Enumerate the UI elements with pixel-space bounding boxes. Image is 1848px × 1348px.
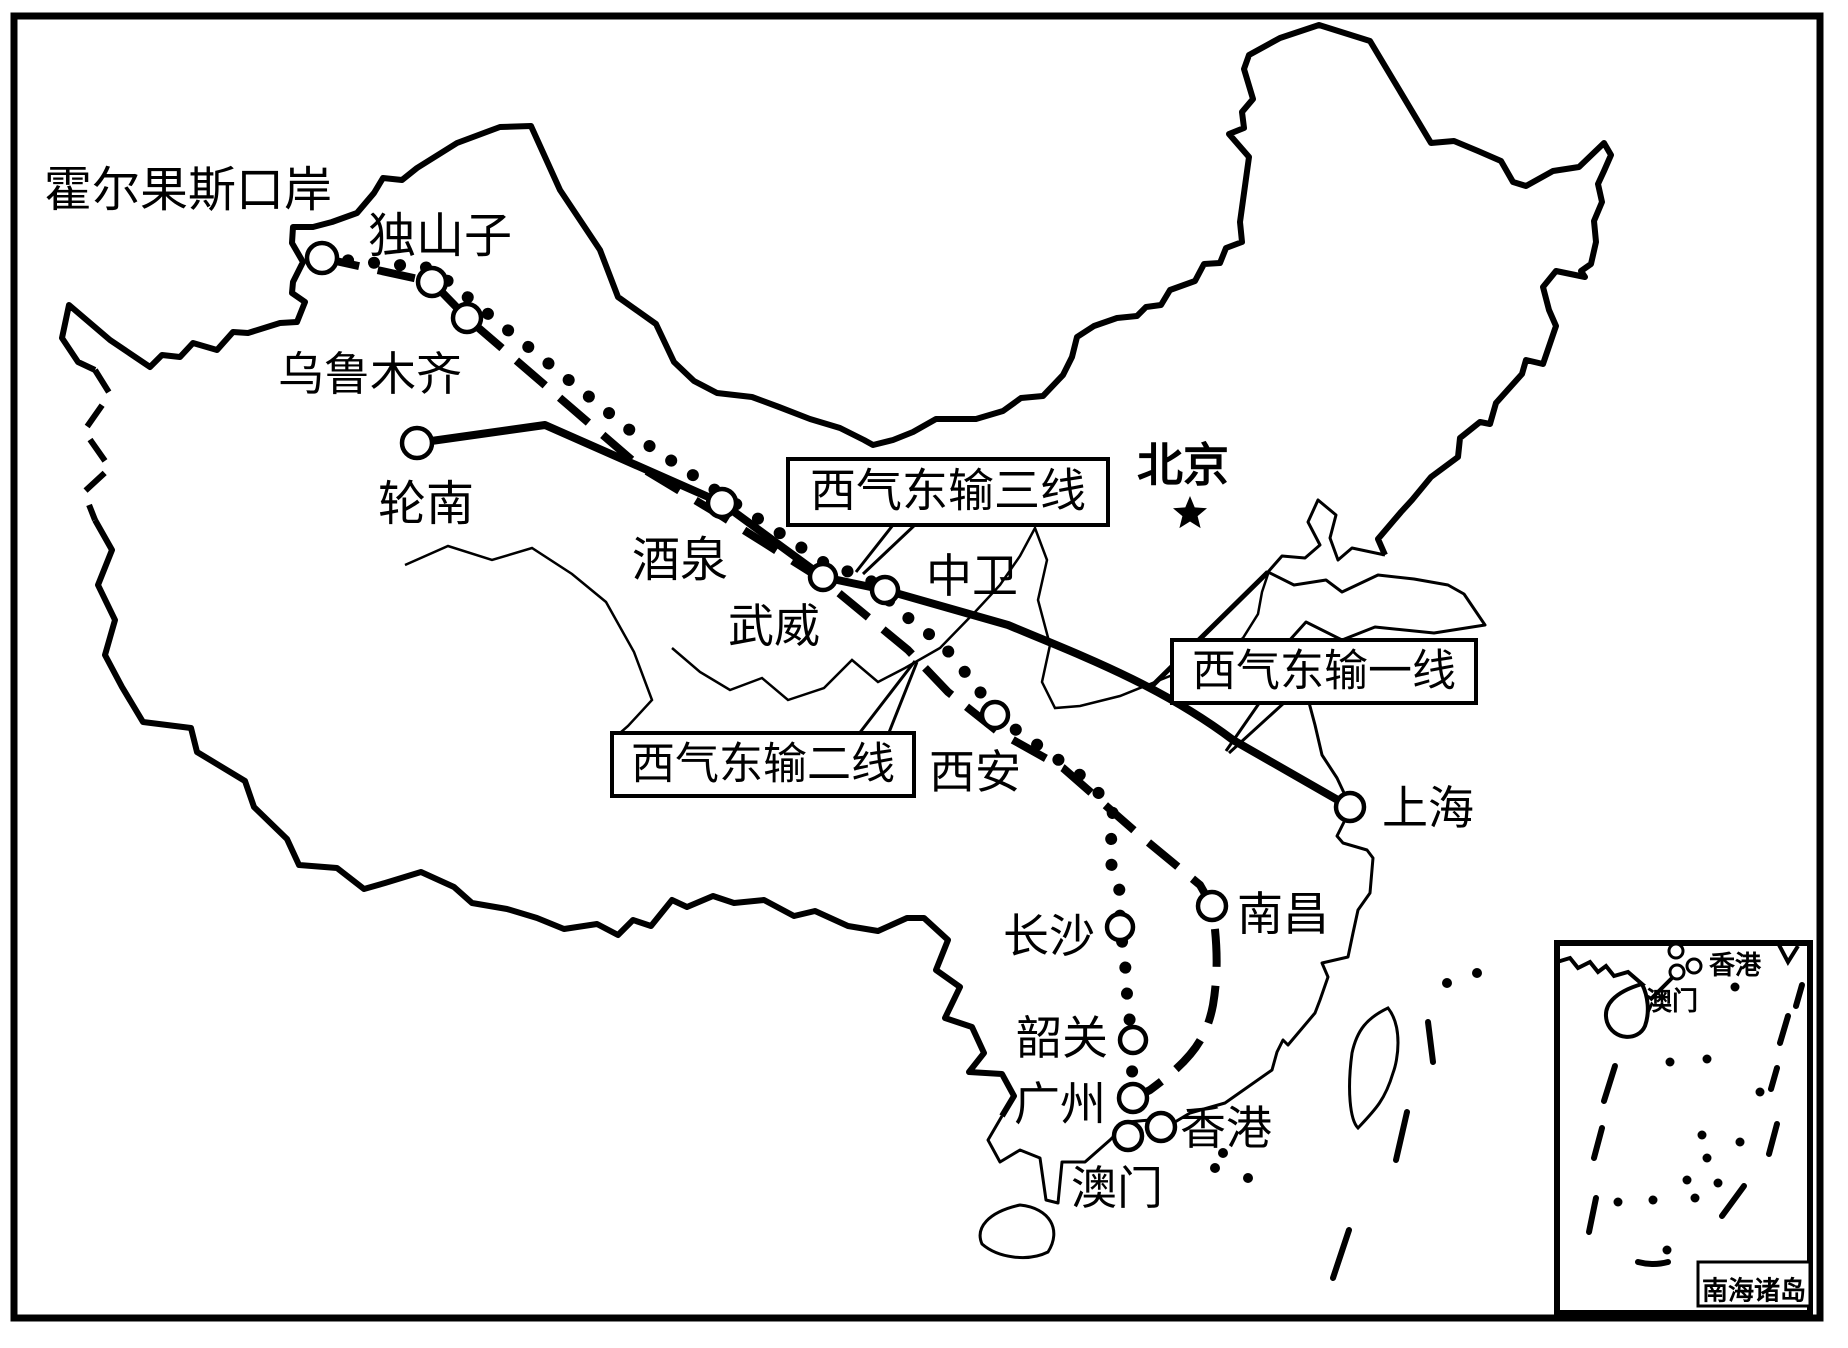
- city-marker-macau: [1111, 1119, 1145, 1153]
- city-label-shanghai: 上海: [1382, 781, 1474, 835]
- city-marker-urumqi: [450, 301, 484, 335]
- city-label-wuwei: 武威: [728, 599, 820, 653]
- box-line2-label: 西气东输二线: [631, 739, 895, 790]
- inset-coast-notch: [1776, 942, 1800, 967]
- box-line1: [1170, 638, 1478, 705]
- inset-title: 南海诸岛: [1702, 1276, 1806, 1307]
- box-line2: [610, 731, 916, 798]
- north-border: [59, 22, 1614, 557]
- inset-city-circles: [1667, 942, 1703, 981]
- city-label-jiuquan: 酒泉: [632, 532, 728, 588]
- inset-city-circle-2: [1668, 963, 1686, 981]
- city-label-dushanzi: 独山子: [368, 208, 512, 264]
- city-marker-wuwei: [807, 561, 839, 593]
- city-label-guangzhou: 广州: [1014, 1077, 1106, 1131]
- city-markers: [304, 240, 1367, 1153]
- box-line1-label: 西气东输一线: [1192, 646, 1456, 697]
- box-line3-label: 西气东输三线: [810, 464, 1086, 518]
- hainan-island: [978, 1203, 1056, 1259]
- pipeline-line3-dotted: [316, 252, 1139, 1104]
- map-frame: [10, 12, 1824, 1322]
- city-label-lunnan: 轮南: [378, 476, 474, 532]
- city-marker-dushanzi: [415, 265, 449, 299]
- inset-city-circle-1: [1685, 957, 1703, 975]
- city-marker-shanghai: [1333, 790, 1367, 824]
- city-label-hongkong: 香港: [1180, 1101, 1272, 1155]
- line1-callout-diagonal: [1148, 570, 1270, 690]
- city-label-nanchang: 南昌: [1237, 887, 1329, 941]
- city-marker-hongkong: [1144, 1110, 1178, 1144]
- inset-island-dots: [1613, 982, 1765, 1255]
- taiwan-island: [1348, 1006, 1400, 1131]
- south-border: [92, 518, 1017, 1118]
- inset-label: 香港: [1709, 951, 1762, 981]
- box-line3: [786, 457, 1110, 527]
- inset-title-box: [1696, 1260, 1812, 1308]
- city-marker-shaoguan: [1117, 1024, 1149, 1056]
- offshore-island-dots: [1210, 968, 1482, 1183]
- city-marker-guangzhou: [1116, 1081, 1150, 1115]
- inset-label: 澳门: [1646, 987, 1698, 1017]
- city-marker-nanchang: [1195, 889, 1229, 923]
- west-border-dashed: [80, 368, 114, 522]
- inset-coastline: [1556, 955, 1650, 1039]
- yangtze-river: [404, 544, 654, 741]
- inset-city-circle-0: [1667, 942, 1685, 960]
- inset-nine-dash-line: [1586, 982, 1805, 1267]
- city-marker-jiuquan: [705, 486, 739, 520]
- city-marker-khorgos: [304, 240, 340, 276]
- city-label-changsha: 长沙: [1003, 909, 1095, 963]
- city-label-zhongwei: 中卫: [926, 549, 1018, 603]
- city-marker-xian: [979, 699, 1011, 731]
- city-label-shaoguan: 韶关: [1016, 1011, 1108, 1065]
- city-marker-lunnan: [399, 425, 435, 461]
- city-label-urumqi: 乌鲁木齐: [278, 347, 462, 401]
- city-marker-zhongwei: [869, 574, 901, 606]
- label-leader-lines: [854, 521, 1287, 755]
- city-label-xian: 西安: [929, 745, 1021, 799]
- capital-label: 北京: [1137, 438, 1229, 492]
- offshore-boundary: [1330, 1019, 1436, 1281]
- pipeline-line2-dashed: [321, 254, 1221, 1128]
- city-marker-changsha: [1104, 911, 1136, 943]
- city-label-macau: 澳门: [1071, 1161, 1163, 1215]
- city-label-khorgos: 霍尔果斯口岸: [44, 162, 332, 218]
- capital-star-icon: [1173, 496, 1207, 529]
- inset-coast-east: [1648, 976, 1674, 1002]
